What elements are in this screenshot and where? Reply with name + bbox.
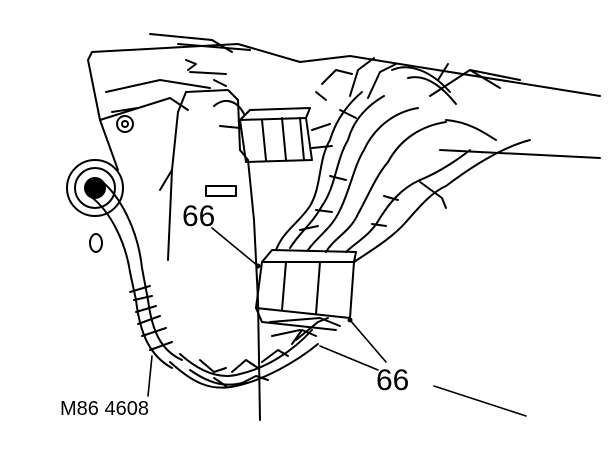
leader-dot-connector (255, 263, 261, 269)
cable (89, 179, 183, 369)
leader-line-loom-a (349, 319, 387, 363)
leader-line-figref (147, 355, 153, 397)
callout-66-harness: 66 (376, 364, 410, 397)
leader-line-loom-b (319, 345, 379, 371)
body-panel (87, 33, 601, 421)
multiplug-connector (255, 249, 357, 331)
leader-line-right (433, 385, 527, 417)
lower-loom (169, 317, 341, 389)
body-right (419, 63, 601, 209)
grommet (66, 159, 124, 253)
leader-dot-loom (347, 317, 353, 323)
small-connector (213, 99, 333, 163)
leader-line-connector (211, 227, 259, 267)
callout-66-connector: 66 (182, 200, 216, 233)
leader-lines (147, 227, 527, 417)
figure-reference: M86 4608 (60, 398, 149, 420)
